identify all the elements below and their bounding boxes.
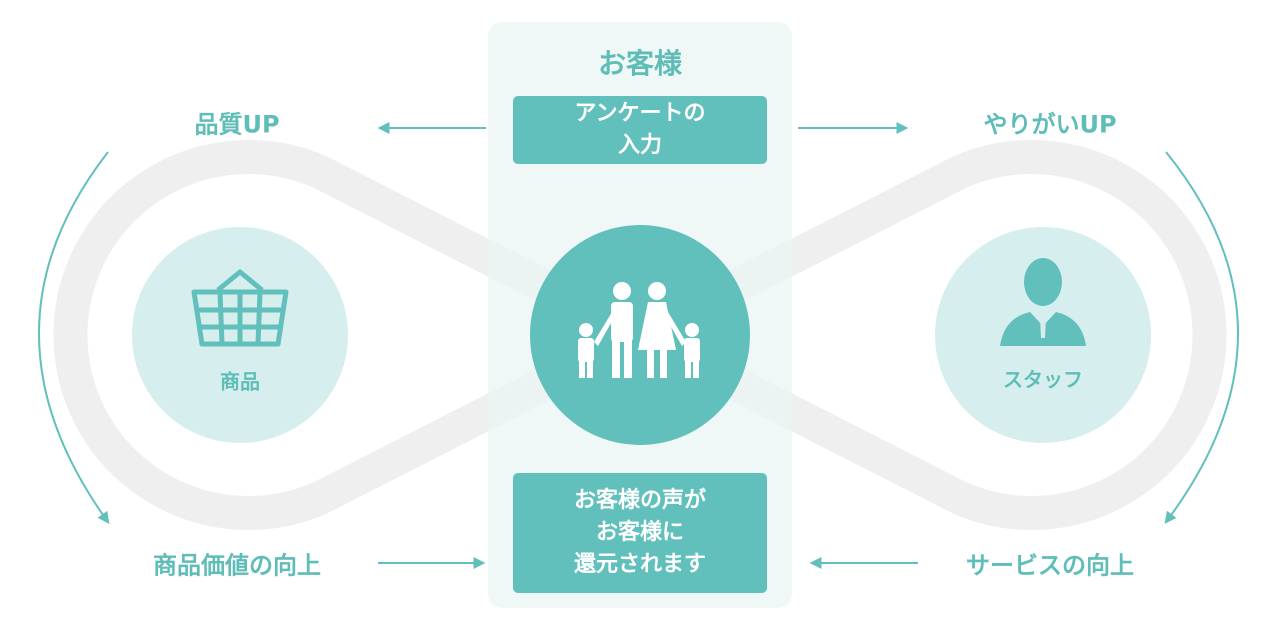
curved-arrow-left [38, 151, 110, 524]
survey-box-line: 入力 [617, 133, 662, 158]
motivation-up-label: やりがいUP [983, 110, 1117, 139]
quality-up-label: 品質UP [194, 110, 280, 139]
service-improvement-label: サービスの向上 [966, 551, 1134, 580]
customer-circle [530, 225, 750, 445]
staff-label: スタッフ [1003, 367, 1083, 392]
product-label: 商品 [220, 369, 260, 394]
family-icon [578, 282, 700, 378]
feedback-box-line: お客様に [595, 520, 684, 545]
survey-box-line: アンケートの [574, 101, 706, 126]
feedback-box-line: お客様の声が [573, 488, 706, 513]
curved-arrow-right [1164, 151, 1239, 524]
feedback-returned-box: お客様の声が お客様に 還元されます [513, 473, 767, 593]
basket-icon [191, 269, 289, 347]
survey-input-box: アンケートの 入力 [513, 96, 767, 164]
customer-title: お客様 [597, 47, 683, 80]
staff-person-icon [1000, 258, 1086, 346]
product-value-label: 商品価値の向上 [153, 551, 321, 580]
feedback-box-line: 還元されます [573, 552, 706, 577]
